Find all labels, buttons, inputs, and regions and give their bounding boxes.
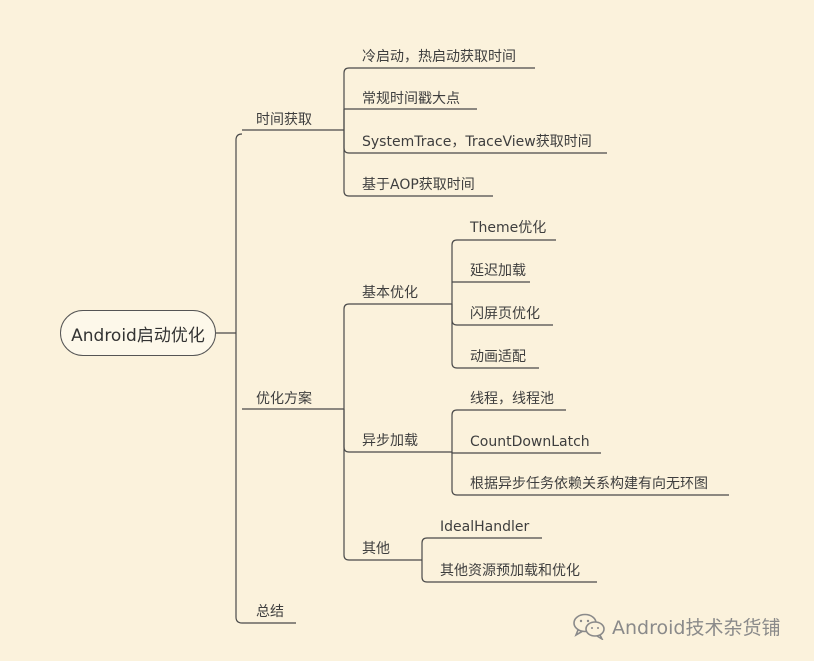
- root-node: Android启动优化: [60, 310, 216, 356]
- leaf-lazy-load: 延迟加载: [470, 263, 526, 279]
- leaf-idlehandler: IdealHandler: [440, 519, 530, 535]
- leaf-aop: 基于AOP获取时间: [362, 177, 475, 193]
- leaf-systemtrace: SystemTrace，TraceView获取时间: [362, 134, 592, 150]
- leaf-animation: 动画适配: [470, 349, 526, 365]
- subbranch-basic: 基本优化: [362, 285, 418, 301]
- leaf-theme: Theme优化: [470, 220, 547, 236]
- subbranch-other: 其他: [362, 541, 390, 557]
- root-label: Android启动优化: [71, 325, 205, 346]
- branch-optimization-plan: 优化方案: [256, 391, 312, 407]
- leaf-cold-hot-start: 冷启动，热启动获取时间: [362, 49, 516, 65]
- watermark-text: Android技术杂货铺: [612, 616, 781, 639]
- leaf-dag: 根据异步任务依赖关系构建有向无环图: [470, 476, 708, 492]
- leaf-preload: 其他资源预加载和优化: [440, 563, 580, 579]
- leaf-thread-pool: 线程，线程池: [470, 391, 554, 407]
- leaf-timestamp: 常规时间戳大点: [362, 91, 460, 107]
- leaf-splash: 闪屏页优化: [470, 306, 540, 322]
- wechat-icon: [573, 613, 605, 640]
- watermark: Android技术杂货铺: [572, 612, 780, 640]
- subbranch-async: 异步加载: [362, 433, 418, 449]
- leaf-countdownlatch: CountDownLatch: [470, 434, 590, 450]
- branch-time-acquisition: 时间获取: [256, 112, 312, 128]
- branch-summary: 总结: [256, 604, 284, 620]
